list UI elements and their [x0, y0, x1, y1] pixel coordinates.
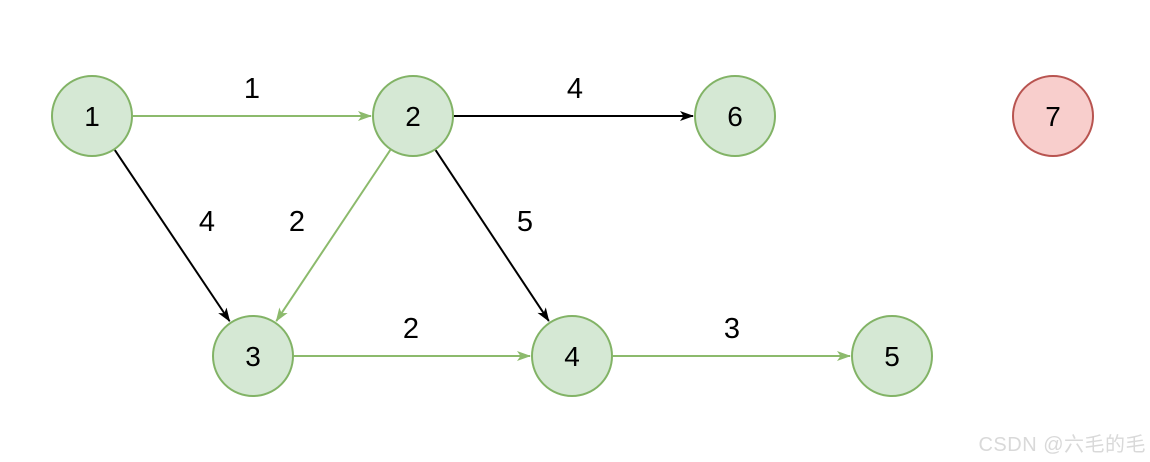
node-6: 6 [694, 75, 776, 157]
watermark: CSDN @六毛的毛 [978, 434, 1146, 456]
node-label-6: 6 [727, 101, 743, 132]
edge-weight-2-6: 4 [567, 73, 583, 105]
edge-weight-1-2: 1 [244, 73, 260, 105]
node-circle-5 [851, 315, 933, 397]
edge-weight-2-4: 5 [517, 206, 533, 238]
node-7: 7 [1012, 75, 1094, 157]
edge-2-4 [434, 149, 550, 322]
node-label-2: 2 [405, 101, 421, 132]
node-circle-7 [1012, 75, 1094, 157]
node-label-1: 1 [84, 101, 100, 132]
edge-2-3 [275, 149, 392, 322]
edge-1-3 [114, 149, 231, 322]
edge-weight-3-4: 2 [403, 313, 419, 345]
node-1: 1 [51, 75, 133, 157]
edge-weight-2-3: 2 [289, 206, 305, 238]
node-label-7: 7 [1045, 101, 1061, 132]
node-3: 3 [212, 315, 294, 397]
node-label-4: 4 [564, 341, 580, 372]
node-4: 4 [531, 315, 613, 397]
node-circle-2 [372, 75, 454, 157]
edge-weight-1-3: 4 [199, 206, 215, 238]
node-circle-6 [694, 75, 776, 157]
node-circle-3 [212, 315, 294, 397]
node-label-3: 3 [245, 341, 261, 372]
edge-weight-4-5: 3 [724, 313, 740, 345]
node-2: 2 [372, 75, 454, 157]
node-5: 5 [851, 315, 933, 397]
node-circle-4 [531, 315, 613, 397]
node-circle-1 [51, 75, 133, 157]
node-label-5: 5 [884, 341, 900, 372]
